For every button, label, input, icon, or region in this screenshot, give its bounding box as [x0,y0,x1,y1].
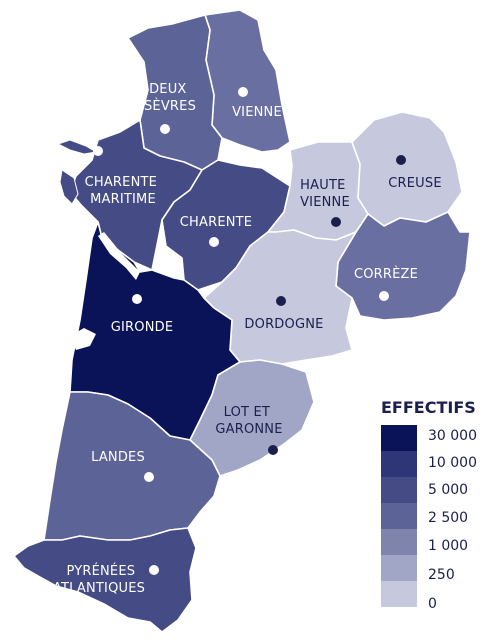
city-markers [93,87,406,575]
city-marker [238,87,248,97]
legend-label: 250 [428,567,455,583]
label-pyrenees-atlantiques: PYRÉNÉES ATLANTIQUES [53,563,145,596]
legend-swatch [381,581,417,607]
city-marker [160,124,170,134]
legend-label: 5 000 [428,482,468,498]
islands-layer [56,139,98,205]
legend-swatch [381,529,417,555]
legend-label: 2 500 [428,510,468,526]
region-labels: DEUX SÈVRES VIENNE CHARENTE MARITIME CHA… [53,82,442,596]
legend-swatch [381,477,417,503]
region-vienne[interactable] [204,9,291,153]
island-oleron [59,169,79,205]
legend-swatch [381,425,417,451]
region-creuse[interactable] [351,111,463,227]
legend-label: 30 000 [428,428,477,444]
region-pyrenees-atlantiques[interactable] [13,527,197,633]
gironde-estuary [98,232,140,280]
legend-items: 30 000 10 000 5 000 2 500 1 000 250 0 [381,425,477,612]
label-charente: CHARENTE [180,215,252,230]
legend-label: 0 [428,596,437,612]
label-dordogne: DORDOGNE [244,317,323,332]
label-haute-vienne: HAUTE VIENNE [300,178,350,210]
city-marker [379,291,389,301]
arcachon-basin [70,328,96,350]
island-re [56,139,98,155]
city-marker [209,237,219,247]
legend-title: EFFECTIFS [381,398,476,417]
label-gironde: GIRONDE [111,320,174,335]
region-deux-sevres[interactable] [127,14,223,171]
city-marker [149,565,159,575]
legend-swatch [381,451,417,477]
legend-swatch [381,503,417,529]
label-deux-sevres: DEUX SÈVRES [144,82,196,114]
region-lot-et-garonne[interactable] [189,359,315,477]
city-marker [396,155,406,165]
city-marker [276,296,286,306]
label-creuse: CREUSE [388,176,442,191]
legend-label: 10 000 [428,455,477,471]
legend: EFFECTIFS 30 000 10 000 5 000 2 500 1 00… [381,398,477,612]
city-marker [268,445,278,455]
city-marker [93,146,103,156]
legend-swatch [381,555,417,581]
city-marker [331,217,341,227]
legend-label: 1 000 [428,538,468,554]
city-marker [144,472,154,482]
city-marker [132,294,142,304]
label-charente-maritime: CHARENTE MARITIME [85,175,162,207]
label-lot-et-garonne: LOT ET GARONNE [215,405,282,437]
label-correze: CORRÈZE [354,266,418,282]
label-landes: LANDES [91,450,145,465]
label-vienne: VIENNE [232,105,282,120]
